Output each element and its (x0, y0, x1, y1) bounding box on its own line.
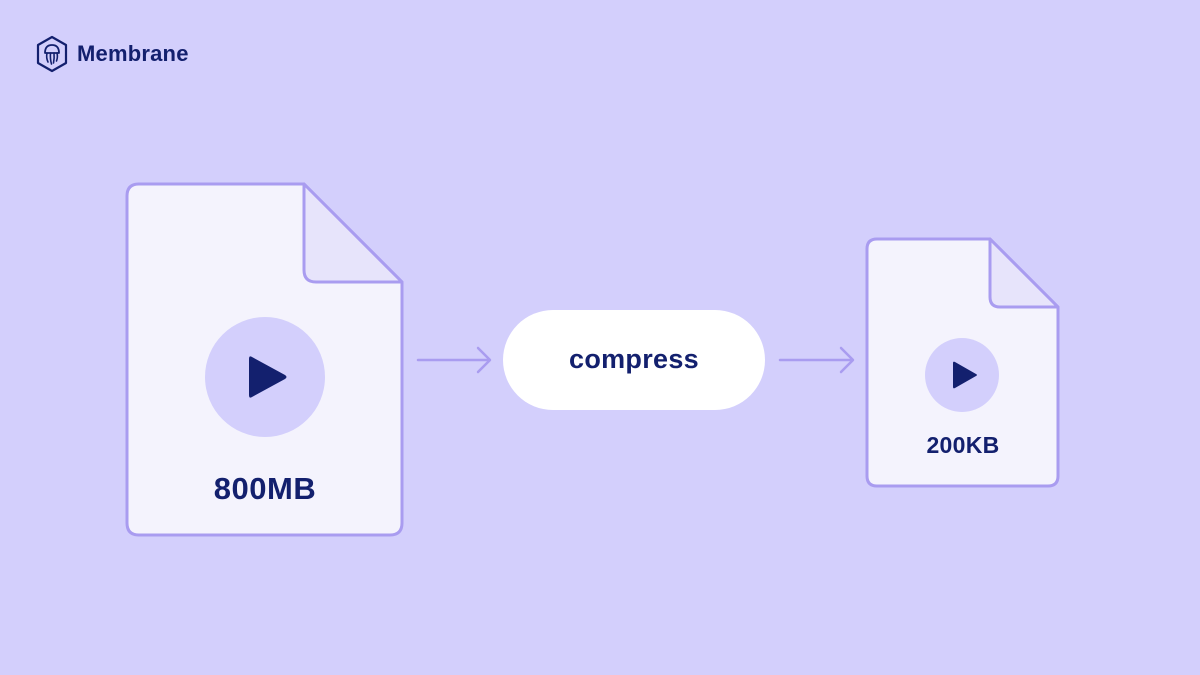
arrow-icon (416, 346, 492, 374)
brand-logo: Membrane (35, 35, 189, 73)
play-icon (925, 338, 999, 412)
compress-label: compress (569, 343, 699, 374)
source-file-size: 800MB (213, 471, 317, 506)
play-icon (205, 317, 325, 437)
compress-step: compress (503, 310, 765, 410)
source-file (125, 182, 404, 537)
brand-name: Membrane (77, 41, 189, 66)
output-file-size: 200KB (926, 432, 1000, 458)
output-file (865, 237, 1060, 488)
jellyfish-hexagon-logo-icon (36, 35, 68, 73)
arrow-icon (778, 346, 855, 374)
